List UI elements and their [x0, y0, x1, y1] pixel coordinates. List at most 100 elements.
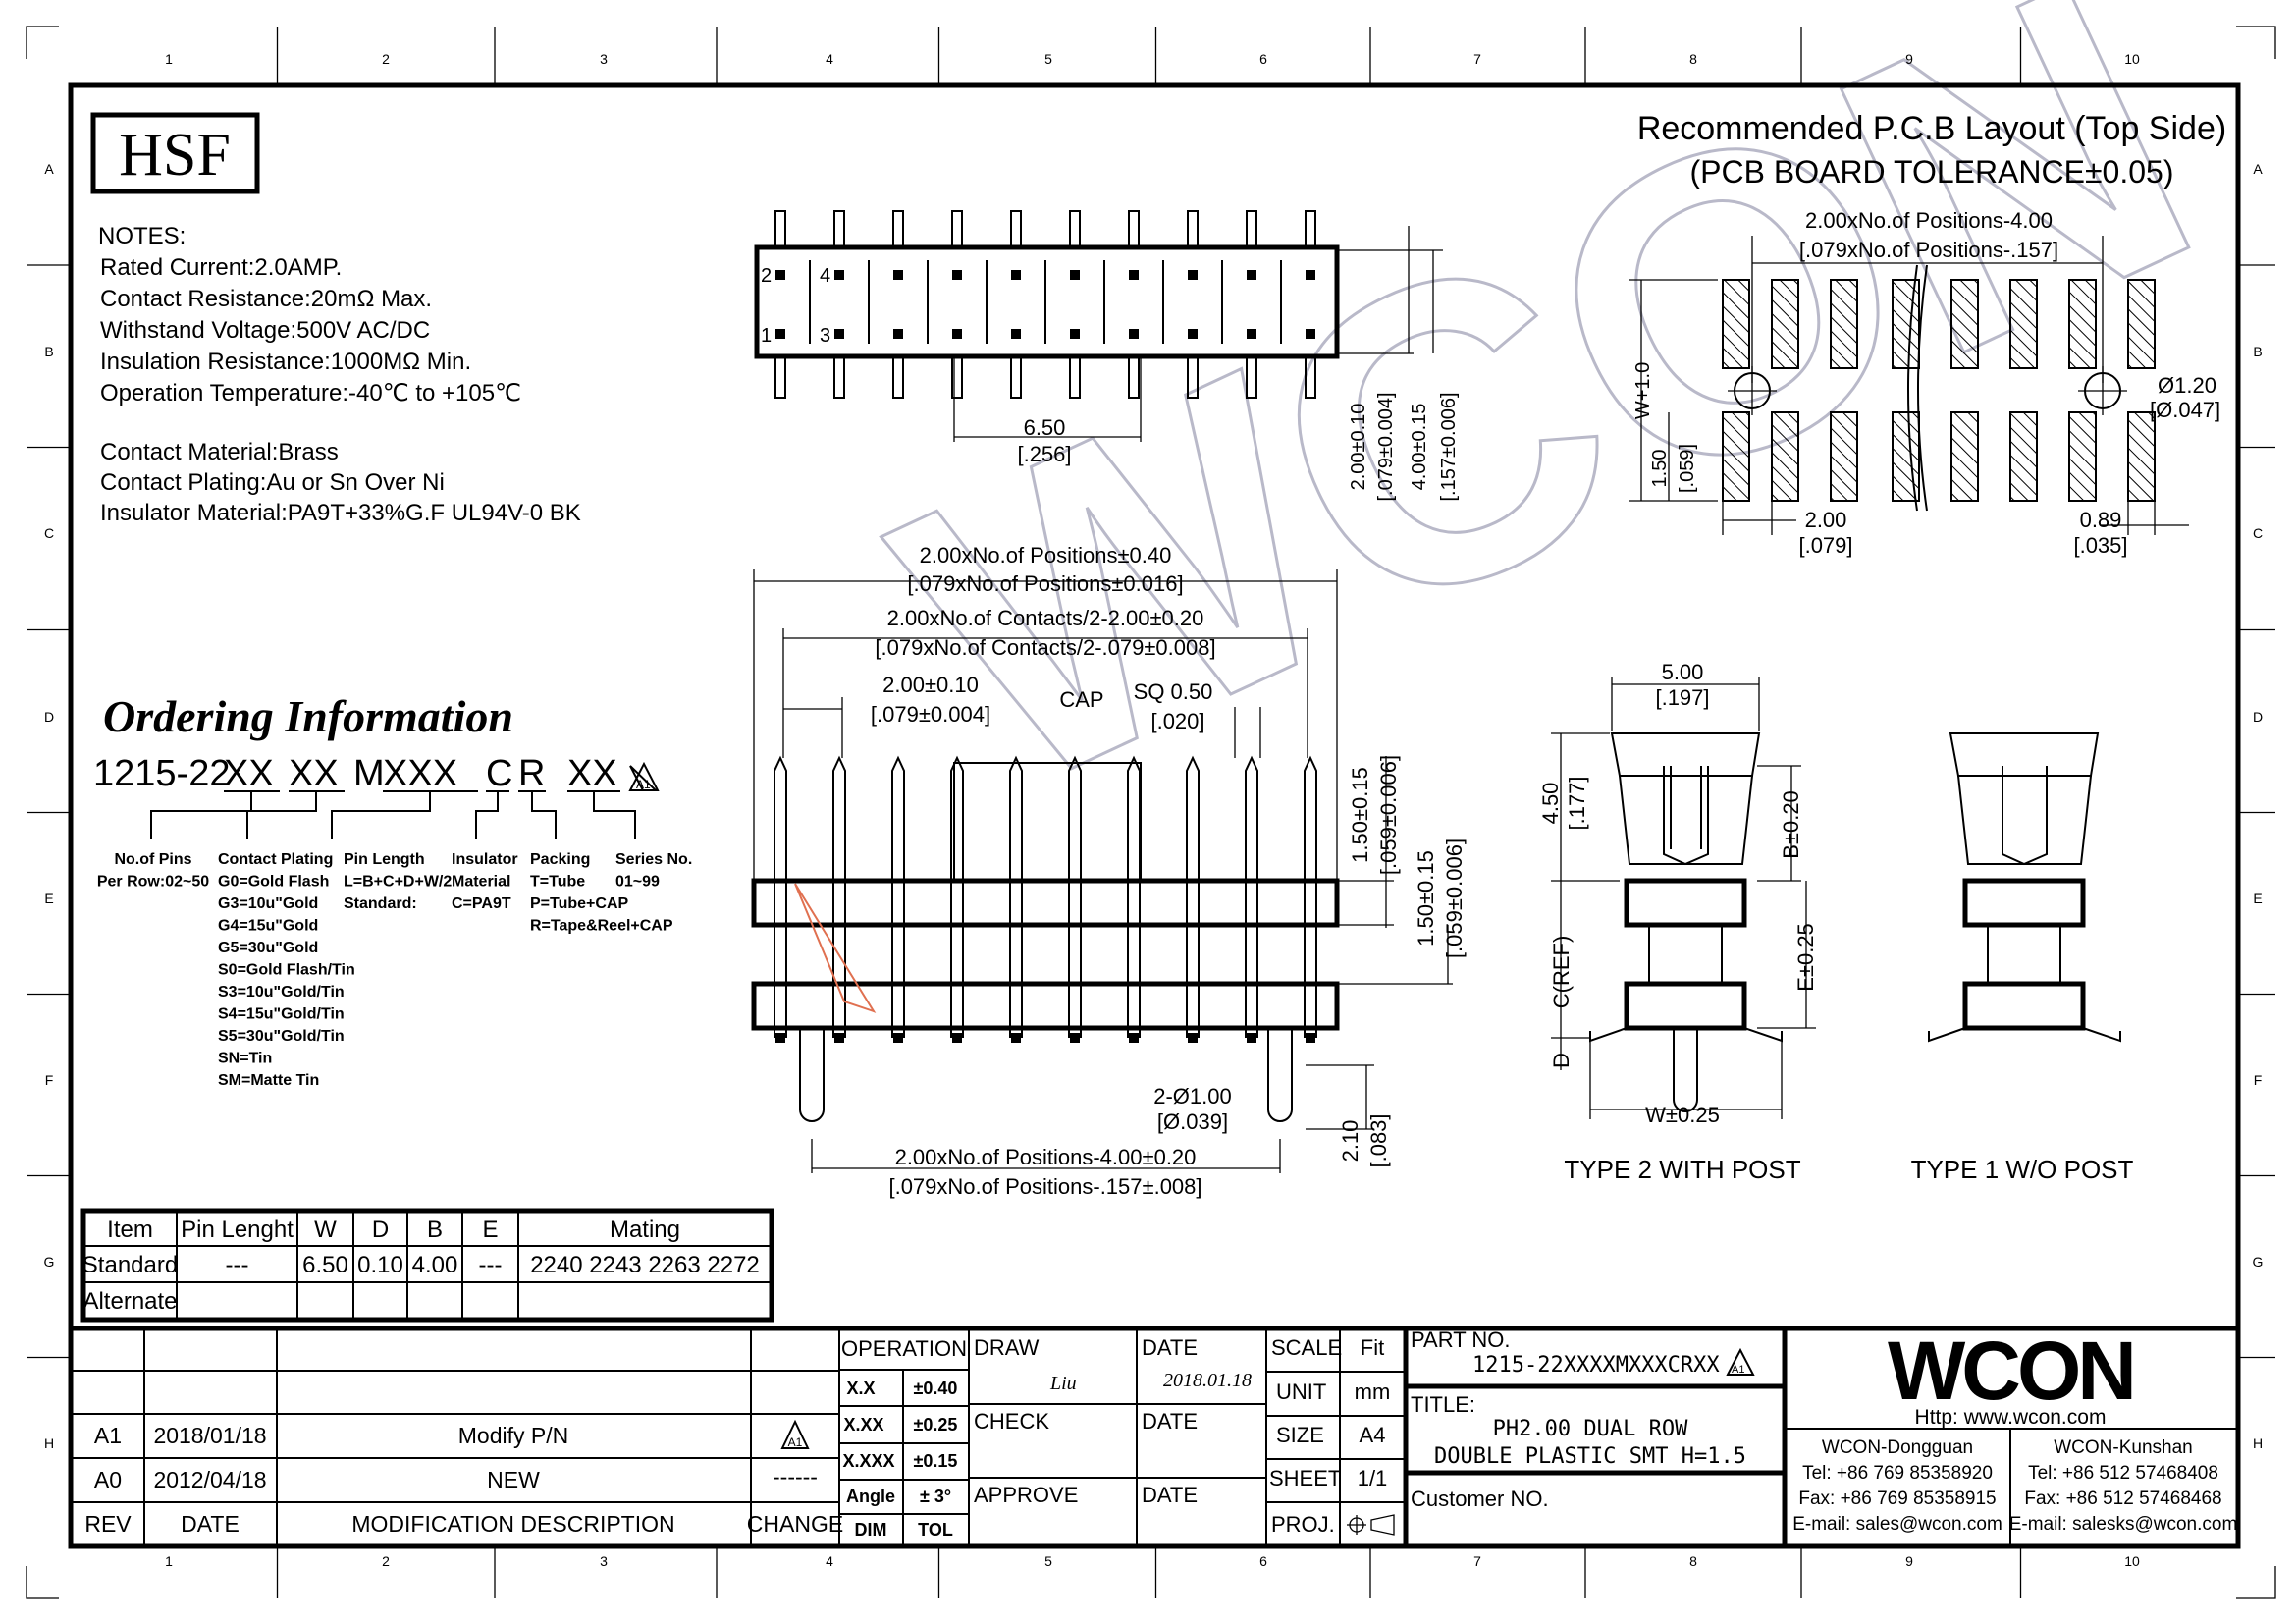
- pin: [832, 755, 846, 1038]
- row-letter: B: [2253, 344, 2262, 359]
- svg-text:CHECK: CHECK: [974, 1409, 1049, 1434]
- pin: [774, 355, 786, 399]
- row-letter: G: [2253, 1254, 2264, 1270]
- front-view: 2.00xNo.of Positions±0.40 [.079xNo.of Po…: [751, 543, 1467, 1199]
- svg-text:SIZE: SIZE: [1276, 1423, 1324, 1447]
- svg-text:4.00±0.15: 4.00±0.15: [1409, 404, 1430, 491]
- ordering-legend-text: Per Row:02~50: [97, 874, 209, 891]
- svg-text:Http: www.wcon.com: Http: www.wcon.com: [1915, 1406, 2107, 1429]
- pin: [774, 755, 787, 1038]
- svg-text:[Ø.047]: [Ø.047]: [2150, 398, 2220, 422]
- svg-text:C(REF): C(REF): [1549, 936, 1574, 1009]
- row-letter: D: [2253, 709, 2263, 725]
- svg-text:[.059±0.006]: [.059±0.006]: [1442, 839, 1467, 958]
- side-views: 5.00 [.197] 4.50 [.177] B±0.20 C(REF) E±…: [1538, 660, 2134, 1184]
- svg-text:TOL: TOL: [918, 1520, 953, 1540]
- ordering-legend-text: SM=Matte Tin: [218, 1072, 319, 1089]
- title-block: A1 2018/01/18 Modify P/N A1 A0 2012/04/1…: [71, 1325, 2238, 1546]
- mating-table-cell: Alternate: [82, 1288, 177, 1315]
- svg-text:[.079]: [.079]: [1798, 533, 1852, 558]
- mating-table-cell: 4.00: [412, 1252, 458, 1278]
- pin: [1069, 210, 1081, 248]
- ordering-legend-text: T=Tube: [530, 874, 585, 891]
- svg-text:APPROVE: APPROVE: [974, 1483, 1078, 1507]
- pcb-pad: [1830, 279, 1858, 369]
- svg-text:[.035]: [.035]: [2073, 533, 2127, 558]
- ordering-legend-text: Packing: [530, 851, 590, 868]
- svg-text:Rated Current:2.0AMP.: Rated Current:2.0AMP.: [100, 254, 342, 281]
- ordering-legend-text: C=PA9T: [452, 895, 511, 912]
- svg-text:[.079±0.004]: [.079±0.004]: [871, 702, 990, 727]
- svg-text:mm: mm: [1355, 1380, 1391, 1404]
- row-letter: F: [45, 1072, 54, 1088]
- pcb-pad: [2009, 411, 2038, 502]
- svg-text:Fit: Fit: [1361, 1335, 1384, 1360]
- svg-text:W+1.0: W+1.0: [1632, 362, 1654, 419]
- mating-table-cell: B: [427, 1217, 443, 1243]
- revision-table: A1 2018/01/18 Modify P/N A1 A0 2012/04/1…: [71, 1328, 843, 1546]
- svg-text:Angle: Angle: [846, 1487, 895, 1506]
- svg-text:Withstand Voltage:500V AC/DC: Withstand Voltage:500V AC/DC: [100, 317, 430, 344]
- svg-text:DOUBLE PLASTIC SMT H=1.5: DOUBLE PLASTIC SMT H=1.5: [1434, 1444, 1746, 1469]
- row-letter: C: [2253, 525, 2263, 541]
- column-number: 2: [382, 1553, 390, 1569]
- pin: [1246, 355, 1257, 399]
- svg-text:±0.40: ±0.40: [914, 1379, 958, 1398]
- svg-text:Liu: Liu: [1049, 1373, 1077, 1394]
- ordering-legend-text: Standard:: [344, 895, 417, 912]
- svg-text:SQ 0.50: SQ 0.50: [1134, 679, 1213, 704]
- svg-text:(PCB BOARD TOLERANCE±0.05): (PCB BOARD TOLERANCE±0.05): [1690, 154, 2174, 189]
- svg-text:SHEET: SHEET: [1269, 1466, 1341, 1490]
- pcb-pad: [1950, 279, 1979, 369]
- svg-text:Operation Temperature:-40℃ to: Operation Temperature:-40℃ to +105℃: [100, 380, 521, 406]
- svg-text:REV: REV: [84, 1511, 132, 1537]
- svg-text:2.00xNo.of Positions-4.00: 2.00xNo.of Positions-4.00: [1805, 208, 2053, 233]
- ordering-legend-text: G3=10u"Gold: [218, 895, 318, 912]
- tolerance-table: OPERATION X.X±0.40 X.XX±0.25 X.XXX±0.15 …: [839, 1328, 970, 1546]
- svg-text:[.059±0.006]: [.059±0.006]: [1376, 755, 1401, 875]
- column-number: 4: [826, 1553, 833, 1569]
- svg-text:CAP: CAP: [1059, 687, 1103, 712]
- pin: [1128, 355, 1140, 399]
- svg-text:DIM: DIM: [855, 1520, 887, 1540]
- mating-table-cell: Mating: [610, 1217, 680, 1243]
- pcb-pad: [1892, 279, 1920, 369]
- pin: [892, 355, 904, 399]
- svg-text:[.079±0.004]: [.079±0.004]: [1375, 392, 1397, 501]
- ordering-legend-text: S5=30u"Gold/Tin: [218, 1028, 345, 1045]
- svg-text:Customer NO.: Customer NO.: [1411, 1487, 1549, 1511]
- svg-text:[.079xNo.of Positions±0.016]: [.079xNo.of Positions±0.016]: [907, 571, 1183, 596]
- pin: [833, 355, 845, 399]
- side-view-type2: [1589, 732, 1783, 1112]
- pcb-pad: [1722, 411, 1750, 502]
- ordering-legend-text: P=Tube+CAP: [530, 895, 629, 912]
- svg-text:R: R: [518, 753, 545, 794]
- column-number: 10: [2124, 1553, 2140, 1569]
- row-letter: G: [44, 1254, 55, 1270]
- svg-text:2018/01/18: 2018/01/18: [153, 1423, 266, 1448]
- svg-text:DATE: DATE: [1142, 1483, 1198, 1507]
- svg-text:A1: A1: [1732, 1364, 1744, 1376]
- mating-table-cell: Item: [107, 1217, 153, 1243]
- svg-text:2012/04/18: 2012/04/18: [153, 1467, 266, 1492]
- svg-text:MODIFICATION DESCRIPTION: MODIFICATION DESCRIPTION: [351, 1511, 674, 1537]
- row-letter: E: [2253, 891, 2262, 906]
- column-number: 4: [826, 51, 833, 67]
- svg-text:2.00xNo.of Positions-4.00±0.20: 2.00xNo.of Positions-4.00±0.20: [895, 1145, 1197, 1169]
- svg-text:Fax: +86 512 57468468: Fax: +86 512 57468468: [2024, 1489, 2221, 1509]
- wcon-logo: WCON: [1888, 1325, 2133, 1417]
- pcb-pad: [1892, 411, 1920, 502]
- svg-text:Fax: +86 769 85358915: Fax: +86 769 85358915: [1798, 1489, 1996, 1509]
- mating-table-cell: Standard: [82, 1252, 178, 1278]
- svg-text:5.00: 5.00: [1662, 660, 1704, 684]
- ordering-legend-text: Insulator: [452, 851, 518, 868]
- svg-text:±0.25: ±0.25: [914, 1415, 958, 1435]
- row-letter: A: [2253, 161, 2263, 177]
- svg-text:SCALE: SCALE: [1271, 1335, 1342, 1360]
- svg-text:Contact Plating:Au or Sn Over: Contact Plating:Au or Sn Over Ni: [100, 469, 445, 496]
- pin: [1305, 210, 1316, 248]
- projection-symbol-icon: [1347, 1514, 1395, 1536]
- row-letter: B: [44, 344, 53, 359]
